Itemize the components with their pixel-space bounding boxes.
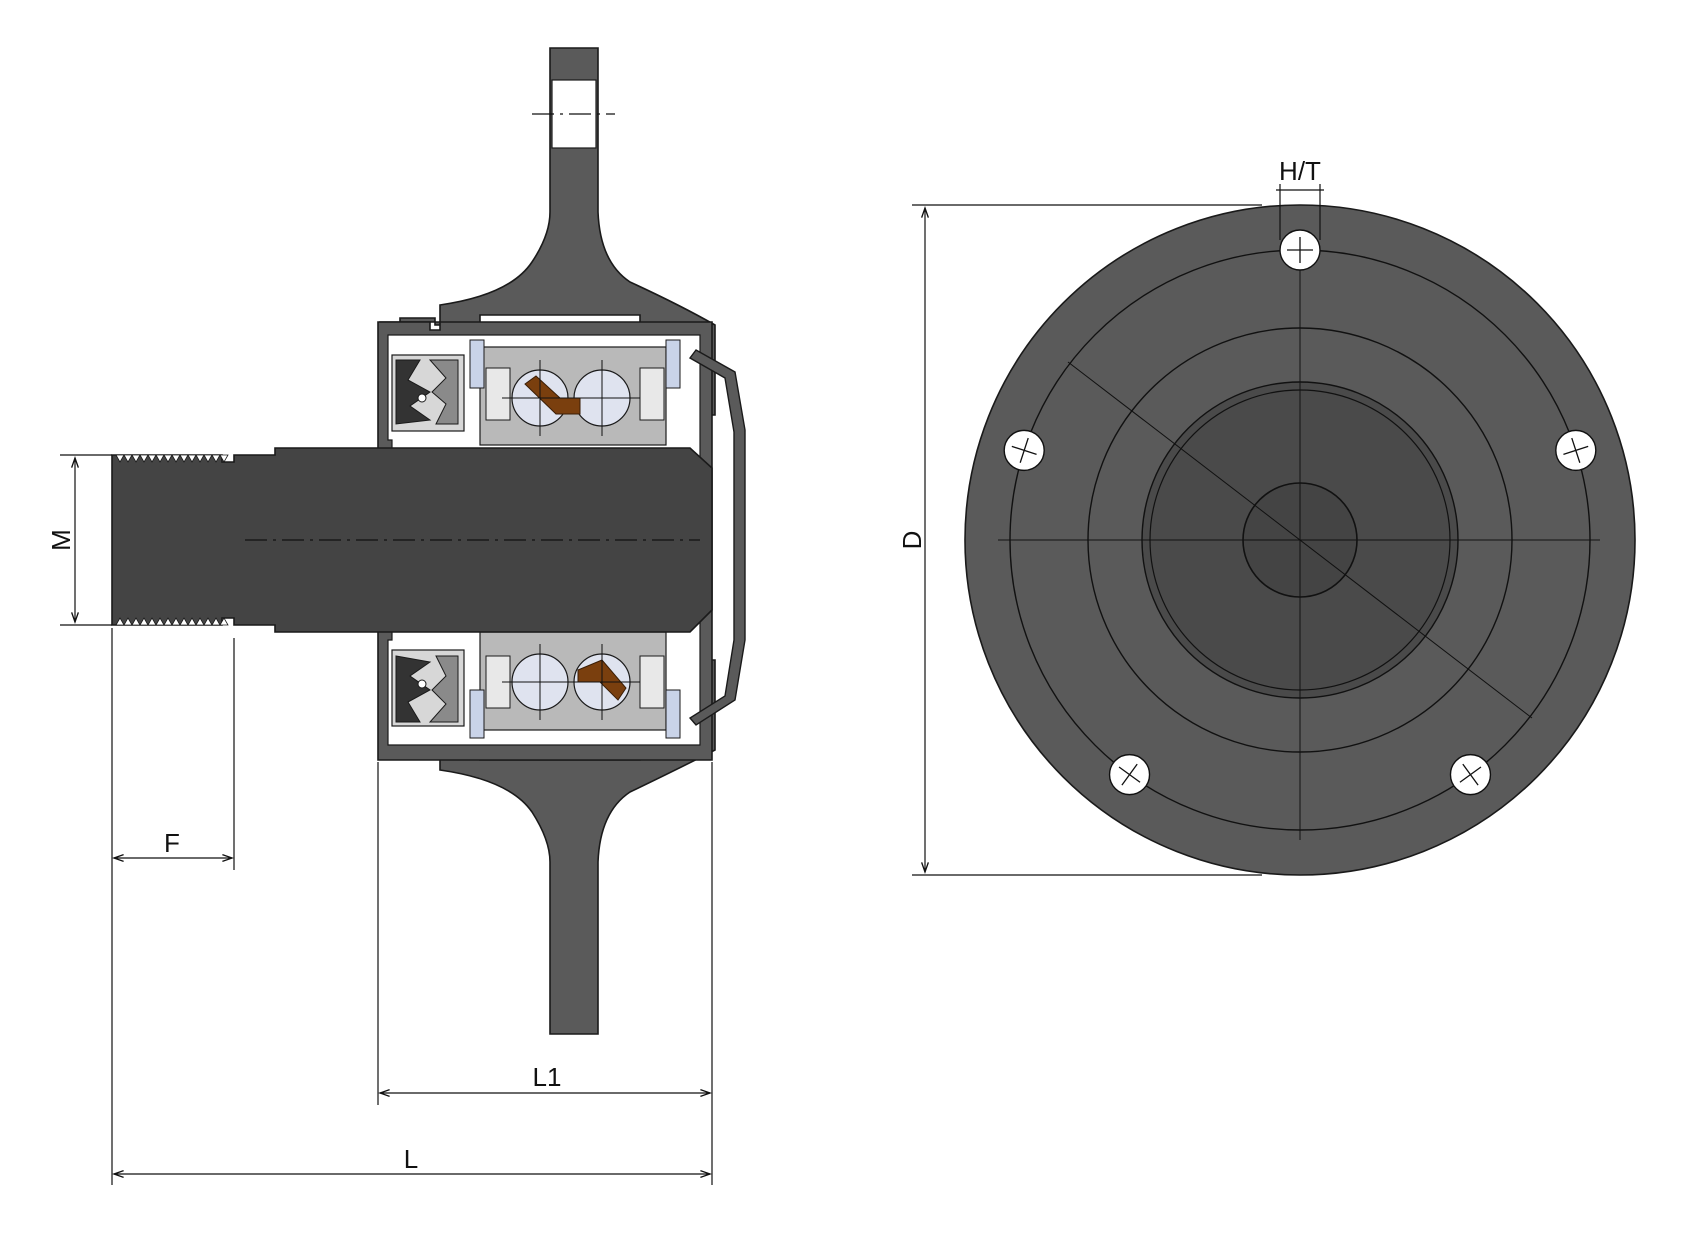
bolt-hole: [1279, 229, 1321, 271]
bolt-holes: [1003, 229, 1597, 796]
bearing-upper: [469, 339, 681, 446]
bearing-lower: [469, 631, 681, 739]
seal-upper: [391, 354, 465, 432]
hub-flange-body: [379, 47, 716, 433]
dimension-L1: L1: [377, 762, 713, 1185]
dimension-L: L: [111, 1144, 713, 1178]
dimension-F: F: [111, 628, 235, 1185]
dimension-M: M: [46, 454, 112, 626]
dimension-D: D: [897, 204, 1262, 876]
end-cap: [688, 349, 746, 726]
dimension-label-HT: H/T: [1279, 156, 1321, 186]
dimension-label-M: M: [46, 529, 76, 551]
dimension-label-F: F: [164, 828, 180, 858]
side-section-view: M F L1 L: [46, 47, 746, 1185]
front-view: D H/T: [897, 156, 1636, 876]
dimension-HT: H/T: [1276, 156, 1324, 240]
bolt-hole: [1003, 429, 1045, 472]
thread-teeth: [115, 454, 229, 626]
seal-lower: [391, 649, 465, 727]
dimension-label-L: L: [404, 1144, 418, 1174]
bolt-hole: [1555, 429, 1597, 472]
bolt-hole: [1108, 753, 1151, 796]
dimension-label-D: D: [897, 531, 927, 550]
dimension-label-L1: L1: [533, 1062, 562, 1092]
bolt-hole: [1449, 753, 1492, 796]
